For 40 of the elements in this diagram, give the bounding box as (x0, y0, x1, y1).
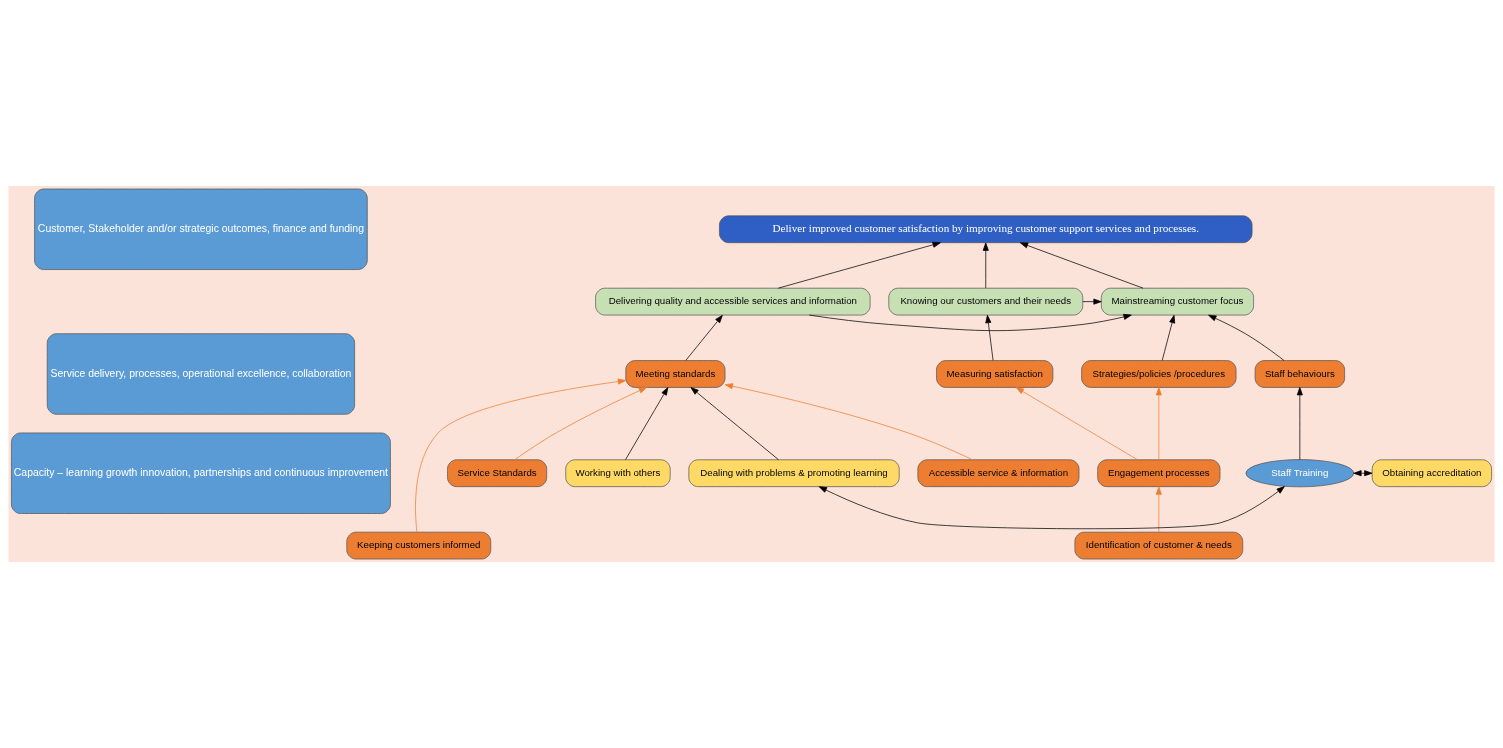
node-box: Dealing with problems & promoting learning (688, 459, 900, 488)
node-box: Service delivery, processes, operational excellence, collaboration (46, 333, 355, 415)
arrow (1353, 470, 1373, 477)
node-box: Mainstreaming customer focus (1101, 287, 1254, 316)
node-box: Knowing our customers and their needs (888, 287, 1084, 316)
arrow (1155, 486, 1162, 533)
arrow (685, 314, 723, 361)
arrow (1015, 387, 1138, 461)
arrow (985, 314, 994, 361)
arrow (982, 242, 989, 289)
arrow (1296, 387, 1303, 460)
node-box: Delivering quality and accessible services and information (595, 287, 871, 316)
arrow (808, 313, 1132, 331)
node-box: Meeting standards (625, 360, 726, 388)
node-box: Measuring satisfaction (936, 360, 1054, 388)
node-box: Obtaining accreditation (1371, 459, 1492, 488)
node-box: Working with others (565, 459, 671, 488)
arrow (514, 387, 647, 461)
node-box: Keeping customers informed (346, 531, 492, 560)
arrow (1155, 387, 1162, 461)
node-box: Capacity – learning growth innovation, partnerships and continuous improvement (11, 432, 391, 514)
node-box: Customer, Stakeholder and/or strategic outcomes, finance and funding (34, 188, 368, 270)
node-box: Accessible service & information (917, 459, 1080, 488)
node-box: Staff behaviours (1254, 360, 1345, 388)
arrow (1161, 314, 1176, 361)
arrow (778, 241, 941, 289)
node-box: Service Standards (447, 459, 548, 488)
node-box: Identification of customer & needs (1074, 531, 1244, 560)
arrow (724, 383, 973, 461)
arrow (1208, 314, 1285, 361)
arrow (1082, 298, 1102, 305)
arrow (818, 486, 1285, 530)
arrow (690, 387, 779, 461)
node-box: Strategies/policies /procedures (1081, 360, 1237, 388)
node-box: Deliver improved customer satisfaction by improving customer support services and processes. (719, 215, 1253, 244)
node-box: Engagement processes (1097, 459, 1221, 488)
node-ellipse: Staff Training (1245, 459, 1355, 488)
arrow (625, 387, 669, 461)
arrow (415, 378, 627, 533)
arrow (1019, 242, 1144, 289)
